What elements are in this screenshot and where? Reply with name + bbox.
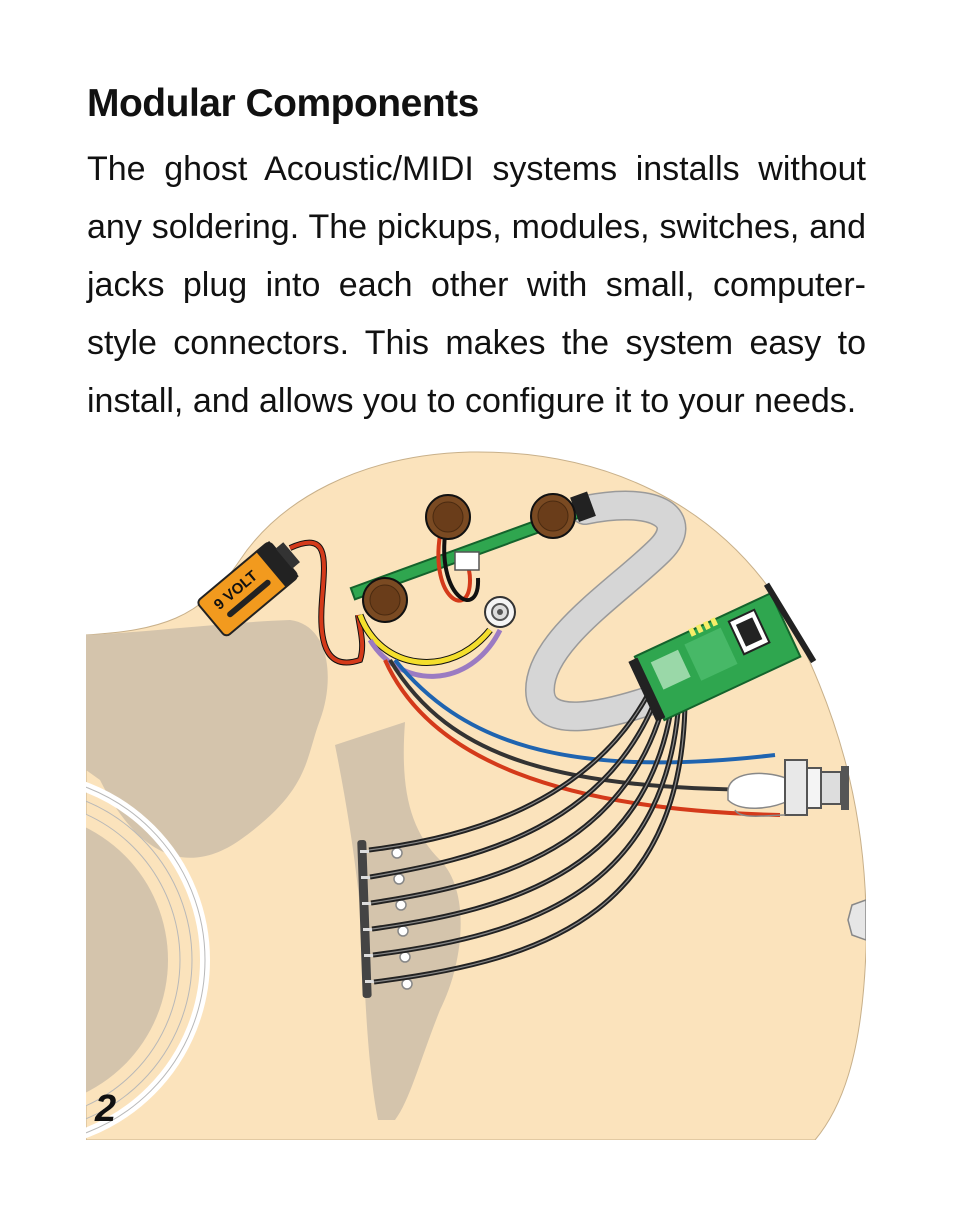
body-paragraph: The ghost Acoustic/MIDI systems installs… bbox=[87, 150, 866, 420]
purple-wire bbox=[367, 628, 503, 679]
pickguard bbox=[86, 620, 328, 858]
mini-switch bbox=[484, 596, 516, 628]
guitar-wiring-illustration: 9 VOLT bbox=[86, 451, 866, 1140]
red-jack-wire bbox=[383, 659, 781, 817]
battery: 9 VOLT bbox=[197, 541, 300, 637]
black-jack-wire bbox=[388, 658, 781, 792]
blue-jack-wire bbox=[393, 658, 776, 765]
soundhole bbox=[86, 781, 210, 1139]
volume-knob bbox=[425, 494, 471, 540]
saddle-pickup bbox=[357, 839, 372, 998]
page-number: 2 bbox=[95, 1088, 117, 1130]
page-title: Modular Components bbox=[87, 82, 479, 125]
tone-knob bbox=[530, 493, 576, 539]
midi-board bbox=[628, 582, 817, 722]
preamp-connector bbox=[454, 551, 480, 571]
bridge bbox=[335, 722, 461, 1120]
strap-button bbox=[847, 899, 866, 941]
output-jack bbox=[727, 759, 849, 817]
blend-knob bbox=[362, 577, 408, 623]
preamp-board bbox=[349, 491, 596, 601]
